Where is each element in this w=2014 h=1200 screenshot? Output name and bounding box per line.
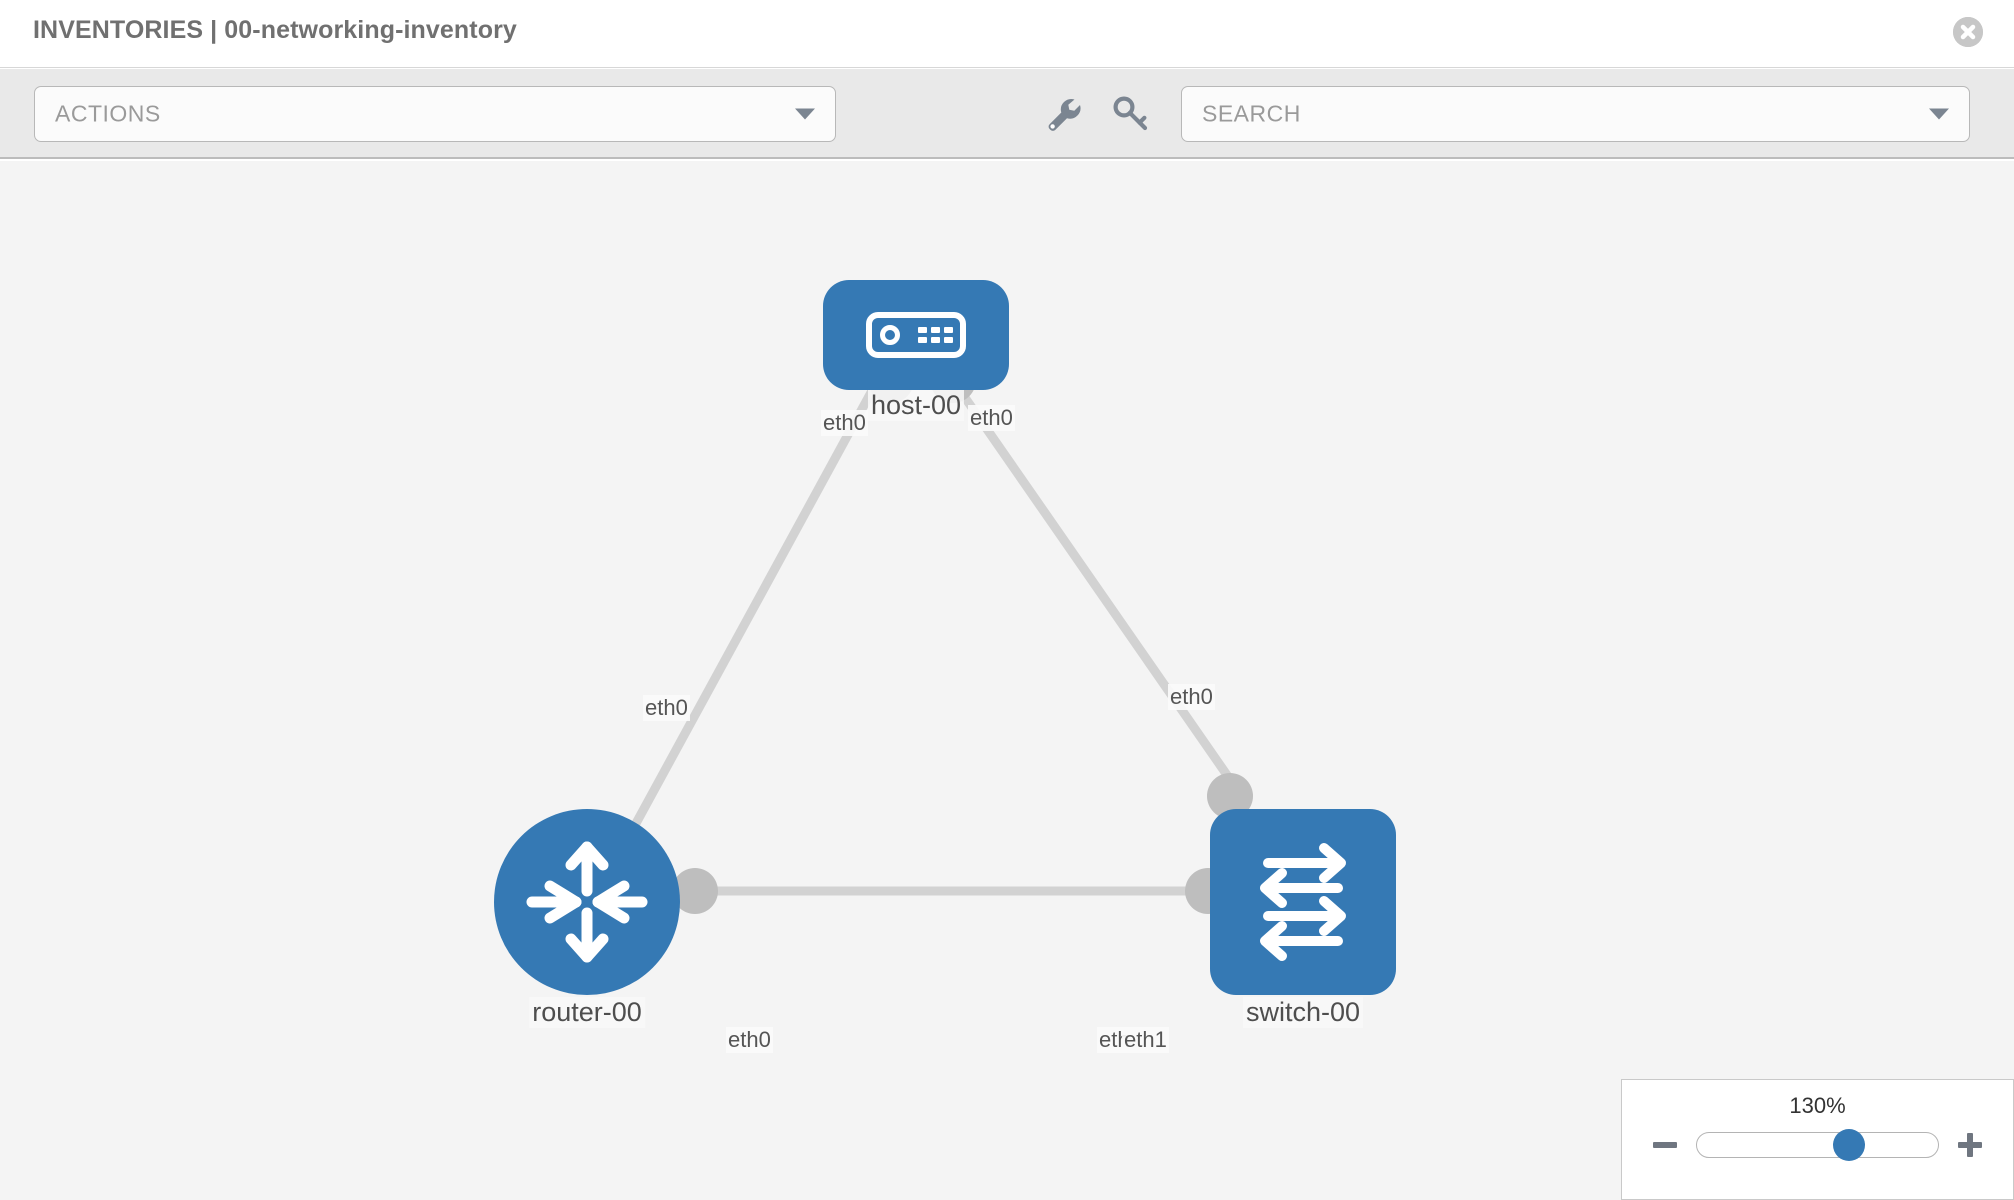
node-host-00[interactable]: host-00 xyxy=(823,280,1009,421)
node-router-00-shape[interactable] xyxy=(494,809,680,995)
zoom-slider-thumb[interactable] xyxy=(1832,1129,1865,1161)
chevron-down-icon xyxy=(795,108,815,120)
zoom-out-button[interactable] xyxy=(1650,1130,1680,1160)
search-placeholder: SEARCH xyxy=(1202,100,1301,127)
chevron-down-icon xyxy=(1929,108,1949,120)
zoom-control-panel: 130% xyxy=(1621,1079,2014,1200)
zoom-slider-row xyxy=(1622,1129,2013,1161)
switch-icon xyxy=(1260,843,1346,961)
topology-edges xyxy=(605,371,1250,896)
node-host-00-shape[interactable] xyxy=(823,280,1009,390)
search-input[interactable]: SEARCH xyxy=(1181,86,1970,142)
wrench-icon[interactable] xyxy=(1040,91,1086,137)
node-router-00[interactable]: router-00 xyxy=(494,809,680,1028)
actions-dropdown[interactable]: ACTIONS xyxy=(34,86,836,142)
page-title: INVENTORIES | 00-networking-inventory xyxy=(33,16,517,44)
zoom-slider[interactable] xyxy=(1696,1129,1939,1161)
page-header: INVENTORIES | 00-networking-inventory xyxy=(0,0,2014,68)
router-icon xyxy=(526,841,648,963)
zoom-in-button[interactable] xyxy=(1955,1130,1985,1160)
toolbar: ACTIONS SEARCH xyxy=(0,69,2014,159)
close-icon[interactable] xyxy=(1953,17,1983,47)
topology-canvas[interactable]: host-00 router-00 xyxy=(0,161,2014,1200)
server-icon xyxy=(866,312,966,358)
actions-dropdown-label: ACTIONS xyxy=(55,100,161,127)
zoom-level-value: 130% xyxy=(1789,1093,1846,1118)
key-icon[interactable] xyxy=(1108,91,1154,137)
node-switch-00[interactable]: switch-00 xyxy=(1210,809,1396,1028)
node-switch-00-shape[interactable] xyxy=(1210,809,1396,995)
